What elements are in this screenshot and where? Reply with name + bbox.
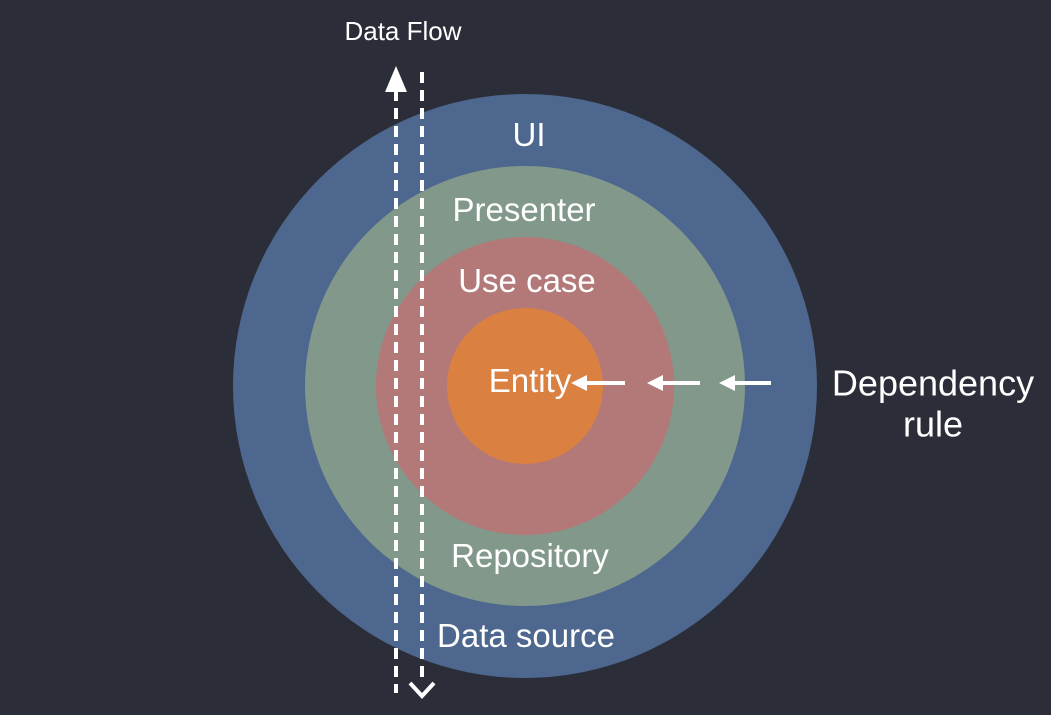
dependency-rule-line1: Dependency [831,362,1035,404]
data-flow-label: Data Flow [344,16,462,47]
use-case-ring-label: Use case [458,262,596,300]
dependency-arrow-inner-icon [571,375,625,391]
presenter-ring-label: Presenter [452,191,596,229]
dependency-rule-label: Dependency rule [832,363,1034,446]
arrow-down-head-icon [408,681,436,699]
data-flow-up-arrow-icon [385,66,407,693]
dependency-arrow-outer-icon [719,375,771,391]
arrow-left-head-icon [647,375,663,391]
data-flow-down-arrow-icon [408,72,436,699]
arrow-left-head-icon [719,375,735,391]
repository-label: Repository [451,537,609,575]
dependency-arrow-middle-icon [647,375,700,391]
data-source-label: Data source [437,617,615,655]
entity-circle [447,308,603,464]
arrow-up-head-icon [385,66,407,92]
dependency-rule-line2: rule [902,404,964,445]
arrow-left-head-icon [571,375,587,391]
ui-ring-label: UI [512,116,546,154]
entity-label: Entity [488,362,572,400]
